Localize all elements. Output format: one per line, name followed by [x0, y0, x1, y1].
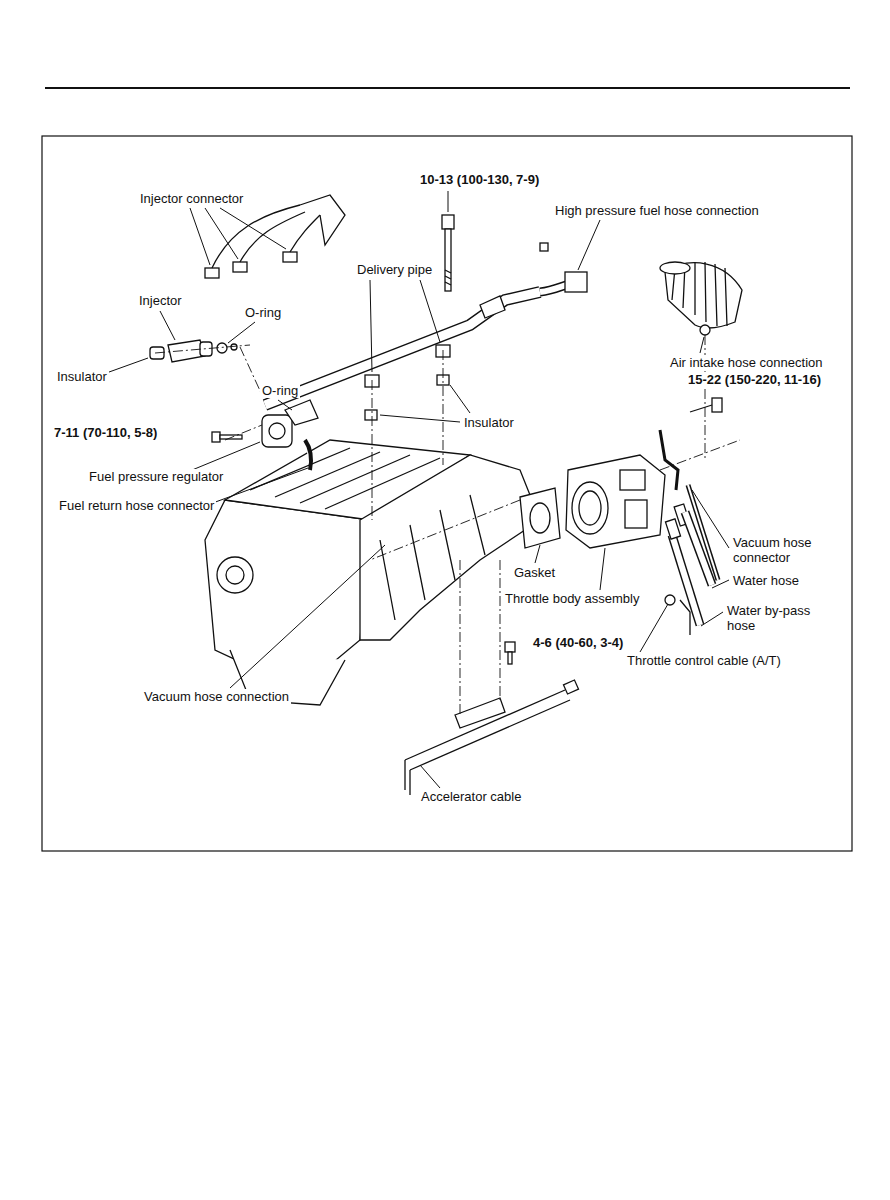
- delivery-pipe: [265, 243, 587, 420]
- part-label: Vacuum hose connector: [731, 535, 835, 565]
- air-intake-hose: [660, 262, 742, 335]
- part-label: Fuel return hose connector: [57, 498, 216, 513]
- torque-spec: 10-13 (100-130, 7-9): [418, 172, 541, 187]
- part-label: Fuel pressure regulator: [87, 469, 225, 484]
- injector: [150, 340, 237, 362]
- part-label: Water hose: [731, 573, 801, 588]
- throttle-body: [566, 430, 678, 548]
- part-label: Throttle body assembly: [503, 591, 641, 606]
- page-rule: [45, 87, 850, 89]
- torque-spec: 4-6 (40-60, 3-4): [531, 635, 625, 650]
- fuel-pressure-regulator: [262, 400, 318, 470]
- hoses: [665, 485, 718, 635]
- gasket: [520, 488, 560, 548]
- part-label: O-ring: [260, 383, 300, 398]
- part-label: O-ring: [243, 305, 283, 320]
- torque-spec: 7-11 (70-110, 5-8): [52, 425, 159, 440]
- part-label: Insulator: [462, 415, 516, 430]
- bolt: [212, 432, 242, 442]
- leader-line: [98, 191, 729, 788]
- torque-spec: 15-22 (150-220, 11-16): [686, 372, 823, 387]
- part-label: Gasket: [512, 565, 557, 580]
- injector-connector: [205, 195, 345, 278]
- accelerator-cable: [405, 680, 579, 795]
- engine-block: [205, 440, 540, 705]
- part-label: Vacuum hose connection: [142, 689, 291, 704]
- bolt: [505, 642, 515, 664]
- part-label: Delivery pipe: [355, 262, 434, 277]
- part-label: Injector connector: [138, 191, 245, 206]
- part-label: Injector: [137, 293, 184, 308]
- part-label: Accelerator cable: [419, 789, 523, 804]
- figure-frame: [42, 136, 852, 851]
- bolt: [442, 215, 454, 291]
- part-label: Insulator: [55, 369, 109, 384]
- part-label: Water by-pass hose: [725, 603, 819, 633]
- part-label: High pressure fuel hose connection: [553, 203, 761, 218]
- part-label: Throttle control cable (A/T): [625, 653, 783, 668]
- part-label: Air intake hose connection: [668, 355, 824, 370]
- bolt: [690, 398, 722, 412]
